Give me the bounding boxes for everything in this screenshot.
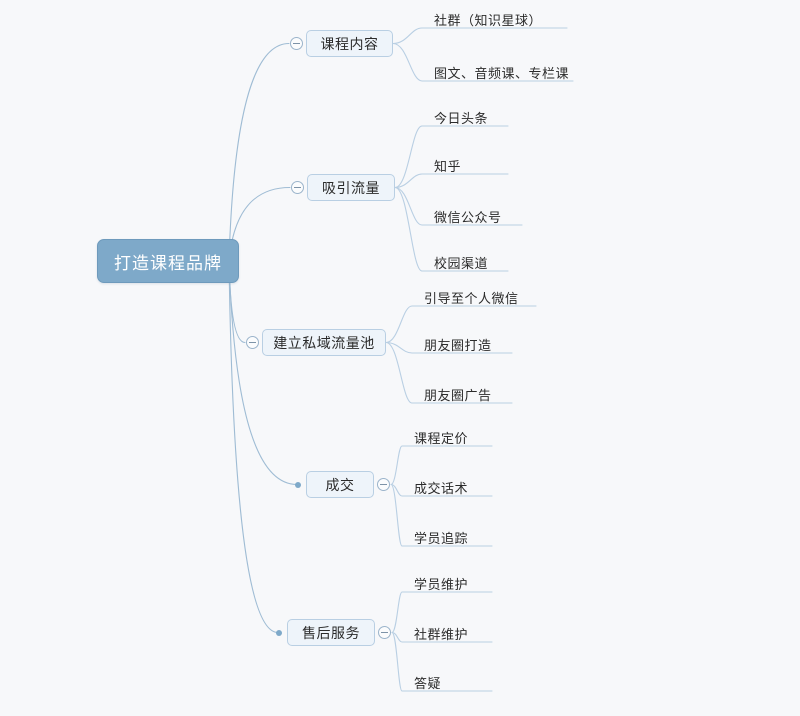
branch-node[interactable]: 售后服务 (287, 619, 375, 646)
leaf-node[interactable]: 朋友圈广告 (424, 384, 492, 404)
root-node[interactable]: 打造课程品牌 (97, 239, 239, 283)
leaf-node[interactable]: 学员维护 (414, 573, 468, 593)
leaf-node[interactable]: 校园渠道 (434, 252, 488, 272)
leaf-node-label: 成交话术 (414, 480, 469, 496)
branch-node-label: 售后服务 (302, 624, 360, 641)
collapse-minus-icon[interactable] (290, 37, 303, 50)
collapse-minus-icon[interactable] (378, 626, 391, 639)
leaf-node[interactable]: 微信公众号 (434, 206, 502, 226)
leaf-node-label: 今日头条 (434, 110, 489, 126)
leaf-node-label: 朋友圈打造 (424, 337, 492, 353)
branch-node[interactable]: 成交 (306, 471, 374, 498)
leaf-node-label: 学员追踪 (414, 530, 469, 546)
leaf-node-label: 学员维护 (414, 576, 469, 592)
leaf-node-label: 知乎 (434, 158, 462, 174)
branch-anchor-dot (276, 629, 282, 636)
leaf-node[interactable]: 社群维护 (414, 623, 468, 643)
leaf-node-label: 图文、音频课、专栏课 (434, 65, 570, 81)
leaf-node[interactable]: 社群（知识星球） (434, 9, 542, 29)
collapse-minus-icon[interactable] (291, 181, 304, 194)
leaf-node[interactable]: 知乎 (434, 155, 461, 175)
leaf-node[interactable]: 答疑 (414, 672, 441, 692)
collapse-minus-icon[interactable] (246, 336, 259, 349)
branch-node[interactable]: 建立私域流量池 (262, 329, 386, 356)
branch-node-label: 建立私域流量池 (273, 334, 375, 351)
leaf-node[interactable]: 课程定价 (414, 427, 468, 447)
branch-anchor-dot (295, 481, 301, 488)
branch-node[interactable]: 课程内容 (306, 30, 393, 57)
branch-node-label: 成交 (325, 476, 355, 493)
leaf-node[interactable]: 今日头条 (434, 107, 488, 127)
collapse-minus-icon[interactable] (377, 478, 390, 491)
leaf-node[interactable]: 成交话术 (414, 477, 468, 497)
root-node-label: 打造课程品牌 (114, 253, 222, 273)
leaf-node-label: 引导至个人微信 (424, 290, 519, 306)
leaf-node-label: 微信公众号 (434, 209, 502, 225)
leaf-node-label: 校园渠道 (434, 255, 489, 271)
branch-node-label: 吸引流量 (322, 179, 380, 196)
leaf-node-label: 社群维护 (414, 626, 469, 642)
leaf-node-label: 朋友圈广告 (424, 387, 492, 403)
leaf-node-label: 答疑 (414, 675, 442, 691)
leaf-node-label: 社群（知识星球） (434, 12, 543, 28)
leaf-node[interactable]: 引导至个人微信 (424, 287, 519, 307)
leaf-node-label: 课程定价 (414, 430, 469, 446)
leaf-node[interactable]: 图文、音频课、专栏课 (434, 62, 569, 82)
leaf-node[interactable]: 朋友圈打造 (424, 334, 492, 354)
branch-node[interactable]: 吸引流量 (307, 174, 395, 201)
leaf-node[interactable]: 学员追踪 (414, 527, 468, 547)
branch-node-label: 课程内容 (320, 35, 379, 52)
